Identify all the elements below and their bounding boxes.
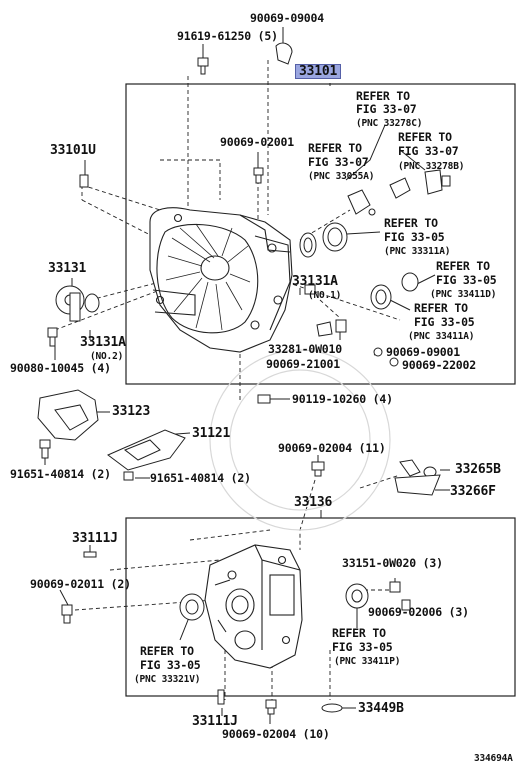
label-ref-33278c-2: FIG 33-07 bbox=[356, 102, 417, 116]
label-ref-33411p-2: FIG 33-05 bbox=[332, 640, 393, 654]
label-33151-0w020: 33151-0W020 (3) bbox=[342, 556, 443, 570]
label-33449b: 33449B bbox=[358, 701, 404, 716]
label-90069-02004-11: 90069-02004 (11) bbox=[278, 441, 386, 455]
label-33101U: 33101U bbox=[50, 143, 96, 158]
label-ref-33278c-3: (PNC 33278C) bbox=[356, 118, 423, 129]
label-90069-02001: 90069-02001 bbox=[220, 135, 294, 149]
label-ref-33411d-3: (PNC 33411D) bbox=[430, 289, 497, 300]
label-90069-22002: 90069-22002 bbox=[402, 358, 476, 372]
label-90069-09001: 90069-09001 bbox=[386, 345, 460, 359]
label-ref-33311a-2: FIG 33-05 bbox=[384, 230, 445, 244]
label-90069-02011: 90069-02011 (2) bbox=[30, 577, 131, 591]
label-ref-33411d-1: REFER TO bbox=[436, 259, 490, 273]
label-ref-33055a-2: FIG 33-07 bbox=[308, 155, 369, 169]
label-33131: 33131 bbox=[48, 261, 87, 276]
label-90069-02004-10: 90069-02004 (10) bbox=[222, 727, 330, 741]
label-ref-33278b-2: FIG 33-07 bbox=[398, 144, 459, 158]
watermark-logo bbox=[209, 349, 391, 531]
dashed-leaders bbox=[54, 60, 401, 700]
label-91651-40814-b: 91651-40814 (2) bbox=[150, 471, 251, 485]
label-ref-33311a-3: (PNC 33311A) bbox=[384, 246, 451, 257]
label-no1: (NO.1) bbox=[308, 290, 342, 301]
label-ref-33411a-2: FIG 33-05 bbox=[414, 315, 475, 329]
label-33265b: 33265B bbox=[455, 462, 501, 477]
label-33111j-b: 33111J bbox=[192, 714, 238, 729]
label-91619-61250: 91619-61250 (5) bbox=[177, 29, 278, 43]
label-ref-33321v-1: REFER TO bbox=[140, 644, 194, 658]
label-90119-10260: 90119-10260 (4) bbox=[292, 392, 393, 406]
clutch-housing bbox=[149, 207, 293, 353]
label-33101: 33101 bbox=[295, 64, 342, 79]
upper-group-box bbox=[125, 83, 516, 385]
label-90080-10045: 90080-10045 (4) bbox=[10, 361, 111, 375]
label-ref-33321v-2: FIG 33-05 bbox=[140, 658, 201, 672]
label-33281-0w010: 33281-0W010 bbox=[268, 342, 342, 356]
transmission-case bbox=[204, 544, 303, 669]
label-ref-33411a-1: REFER TO bbox=[414, 301, 468, 315]
label-ref-33411d-2: FIG 33-05 bbox=[436, 273, 497, 287]
label-33111j-a: 33111J bbox=[72, 531, 118, 546]
label-ref-33311a-1: REFER TO bbox=[384, 216, 438, 230]
small-parts bbox=[37, 42, 451, 715]
label-ref-33278b-3: (PNC 33278B) bbox=[398, 161, 465, 172]
solid-leaders bbox=[44, 27, 450, 724]
label-ref-33278b-1: REFER TO bbox=[398, 130, 452, 144]
label-ref-33321v-3: (PNC 33321V) bbox=[134, 674, 201, 685]
label-31121: 31121 bbox=[192, 426, 231, 441]
label-90069-09004: 90069-09004 bbox=[250, 11, 324, 25]
label-ref-33055a-1: REFER TO bbox=[308, 141, 362, 155]
label-ref-33411p-3: (PNC 33411P) bbox=[334, 656, 401, 667]
label-ref-33055a-3: (PNC 33055A) bbox=[308, 171, 375, 182]
label-90069-21001: 90069-21001 bbox=[266, 357, 340, 371]
label-ref-33411a-3: (PNC 33411A) bbox=[408, 331, 475, 342]
label-ref-33411p-1: REFER TO bbox=[332, 626, 386, 640]
label-90069-02006: 90069-02006 (3) bbox=[368, 605, 469, 619]
label-33131a-no2: 33131A bbox=[80, 335, 126, 350]
label-33123: 33123 bbox=[112, 404, 151, 419]
label-33136: 33136 bbox=[294, 495, 333, 510]
figure-id: 334694A bbox=[474, 753, 513, 764]
label-no2: (NO.2) bbox=[90, 351, 124, 362]
label-33131a-no1: 33131A bbox=[292, 274, 338, 289]
label-ref-33278c-1: REFER TO bbox=[356, 89, 410, 103]
label-33266f: 33266F bbox=[450, 484, 496, 499]
label-91651-40814-a: 91651-40814 (2) bbox=[10, 467, 111, 481]
